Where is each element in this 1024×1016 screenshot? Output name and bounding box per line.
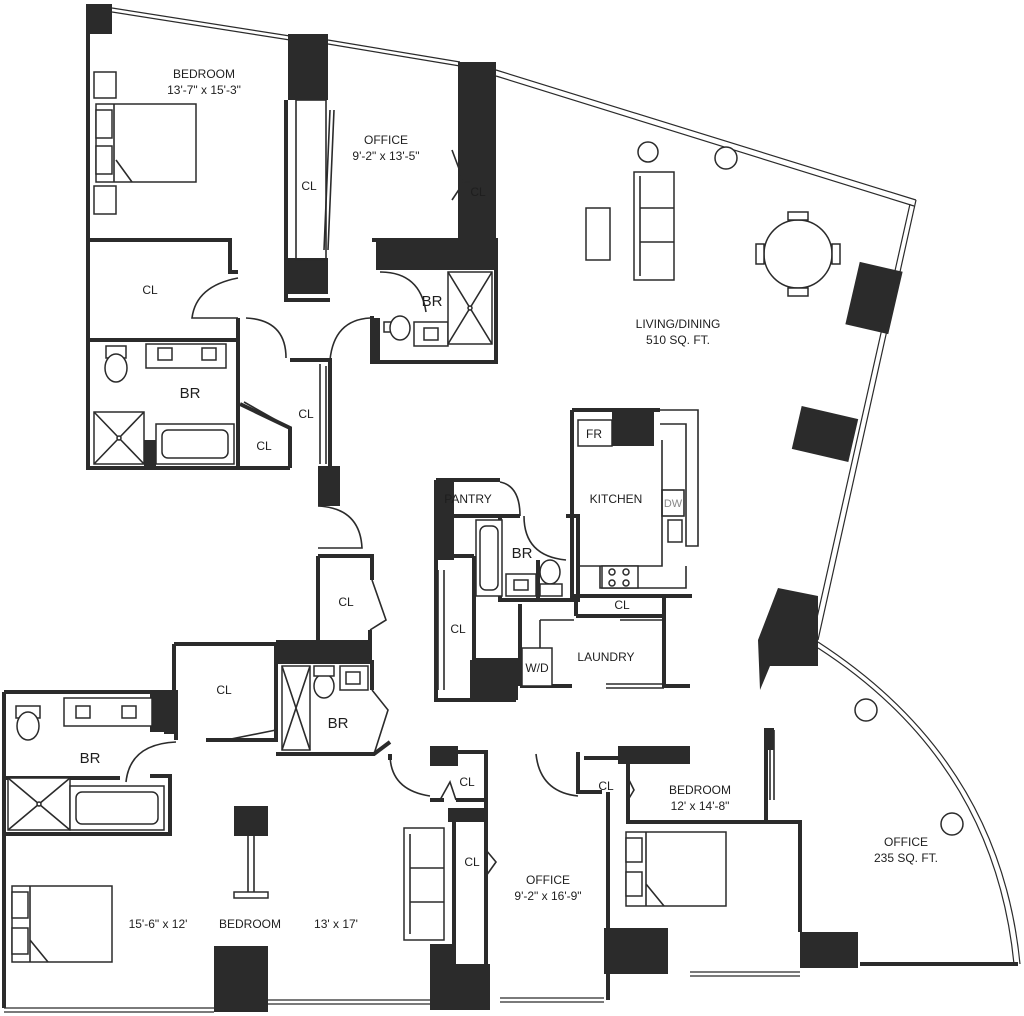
closet-label: CL xyxy=(216,683,232,697)
doors xyxy=(125,109,775,877)
bath-label: BR xyxy=(80,750,101,767)
room-size-office-e: 235 SQ. FT. xyxy=(874,851,938,865)
room-size-bedroom-nw: 13'-7" x 15'-3" xyxy=(167,83,241,97)
closet-label: CL xyxy=(470,185,486,199)
room-name-kitchen: KITCHEN xyxy=(590,492,643,506)
fridge-label: FR xyxy=(586,427,602,441)
closet-label: CL xyxy=(338,595,354,609)
room-size-office-s: 9'-2" x 16'-9" xyxy=(514,889,581,903)
room-size-bedroom-sw-right: 13' x 17' xyxy=(314,917,358,931)
room-size-bedroom-sw-left: 15'-6" x 12' xyxy=(129,917,188,931)
room-name-bedroom-se: BEDROOM xyxy=(669,783,731,797)
room-name-bedroom-sw: BEDROOM xyxy=(219,917,281,931)
washer-dryer-label: W/D xyxy=(525,661,549,675)
bath-label: BR xyxy=(422,293,443,310)
closet-label: CL xyxy=(142,283,158,297)
closet-label: CL xyxy=(614,598,630,612)
bath-label: BR xyxy=(328,715,349,732)
closet-label: CL xyxy=(450,622,466,636)
bath-label: BR xyxy=(512,545,533,562)
room-name-laundry: LAUNDRY xyxy=(577,650,634,664)
closet-label: CL xyxy=(298,407,314,421)
fixtures xyxy=(7,71,964,963)
room-name-office-n: OFFICE xyxy=(364,133,408,147)
closet-label: CL xyxy=(464,855,480,869)
closet-label: CL xyxy=(301,179,317,193)
exterior-walls xyxy=(2,4,1021,1013)
closet-label: CL xyxy=(598,779,614,793)
room-labels: BEDROOM 13'-7" x 15'-3" OFFICE 9'-2" x 1… xyxy=(80,67,938,931)
room-name-living: LIVING/DINING xyxy=(636,317,721,331)
room-size-bedroom-se: 12' x 14'-8" xyxy=(671,799,730,813)
room-name-office-s: OFFICE xyxy=(526,873,570,887)
room-size-office-n: 9'-2" x 13'-5" xyxy=(352,149,419,163)
closet-label: CL xyxy=(459,775,475,789)
bath-label: BR xyxy=(180,385,201,402)
interior-walls xyxy=(4,99,802,1004)
room-name-office-e: OFFICE xyxy=(884,835,928,849)
room-name-pantry: PANTRY xyxy=(444,492,492,506)
room-size-living: 510 SQ. FT. xyxy=(646,333,710,347)
dishwasher-label: DW xyxy=(664,498,683,510)
room-name-bedroom-nw: BEDROOM xyxy=(173,67,235,81)
closet-label: CL xyxy=(256,439,272,453)
